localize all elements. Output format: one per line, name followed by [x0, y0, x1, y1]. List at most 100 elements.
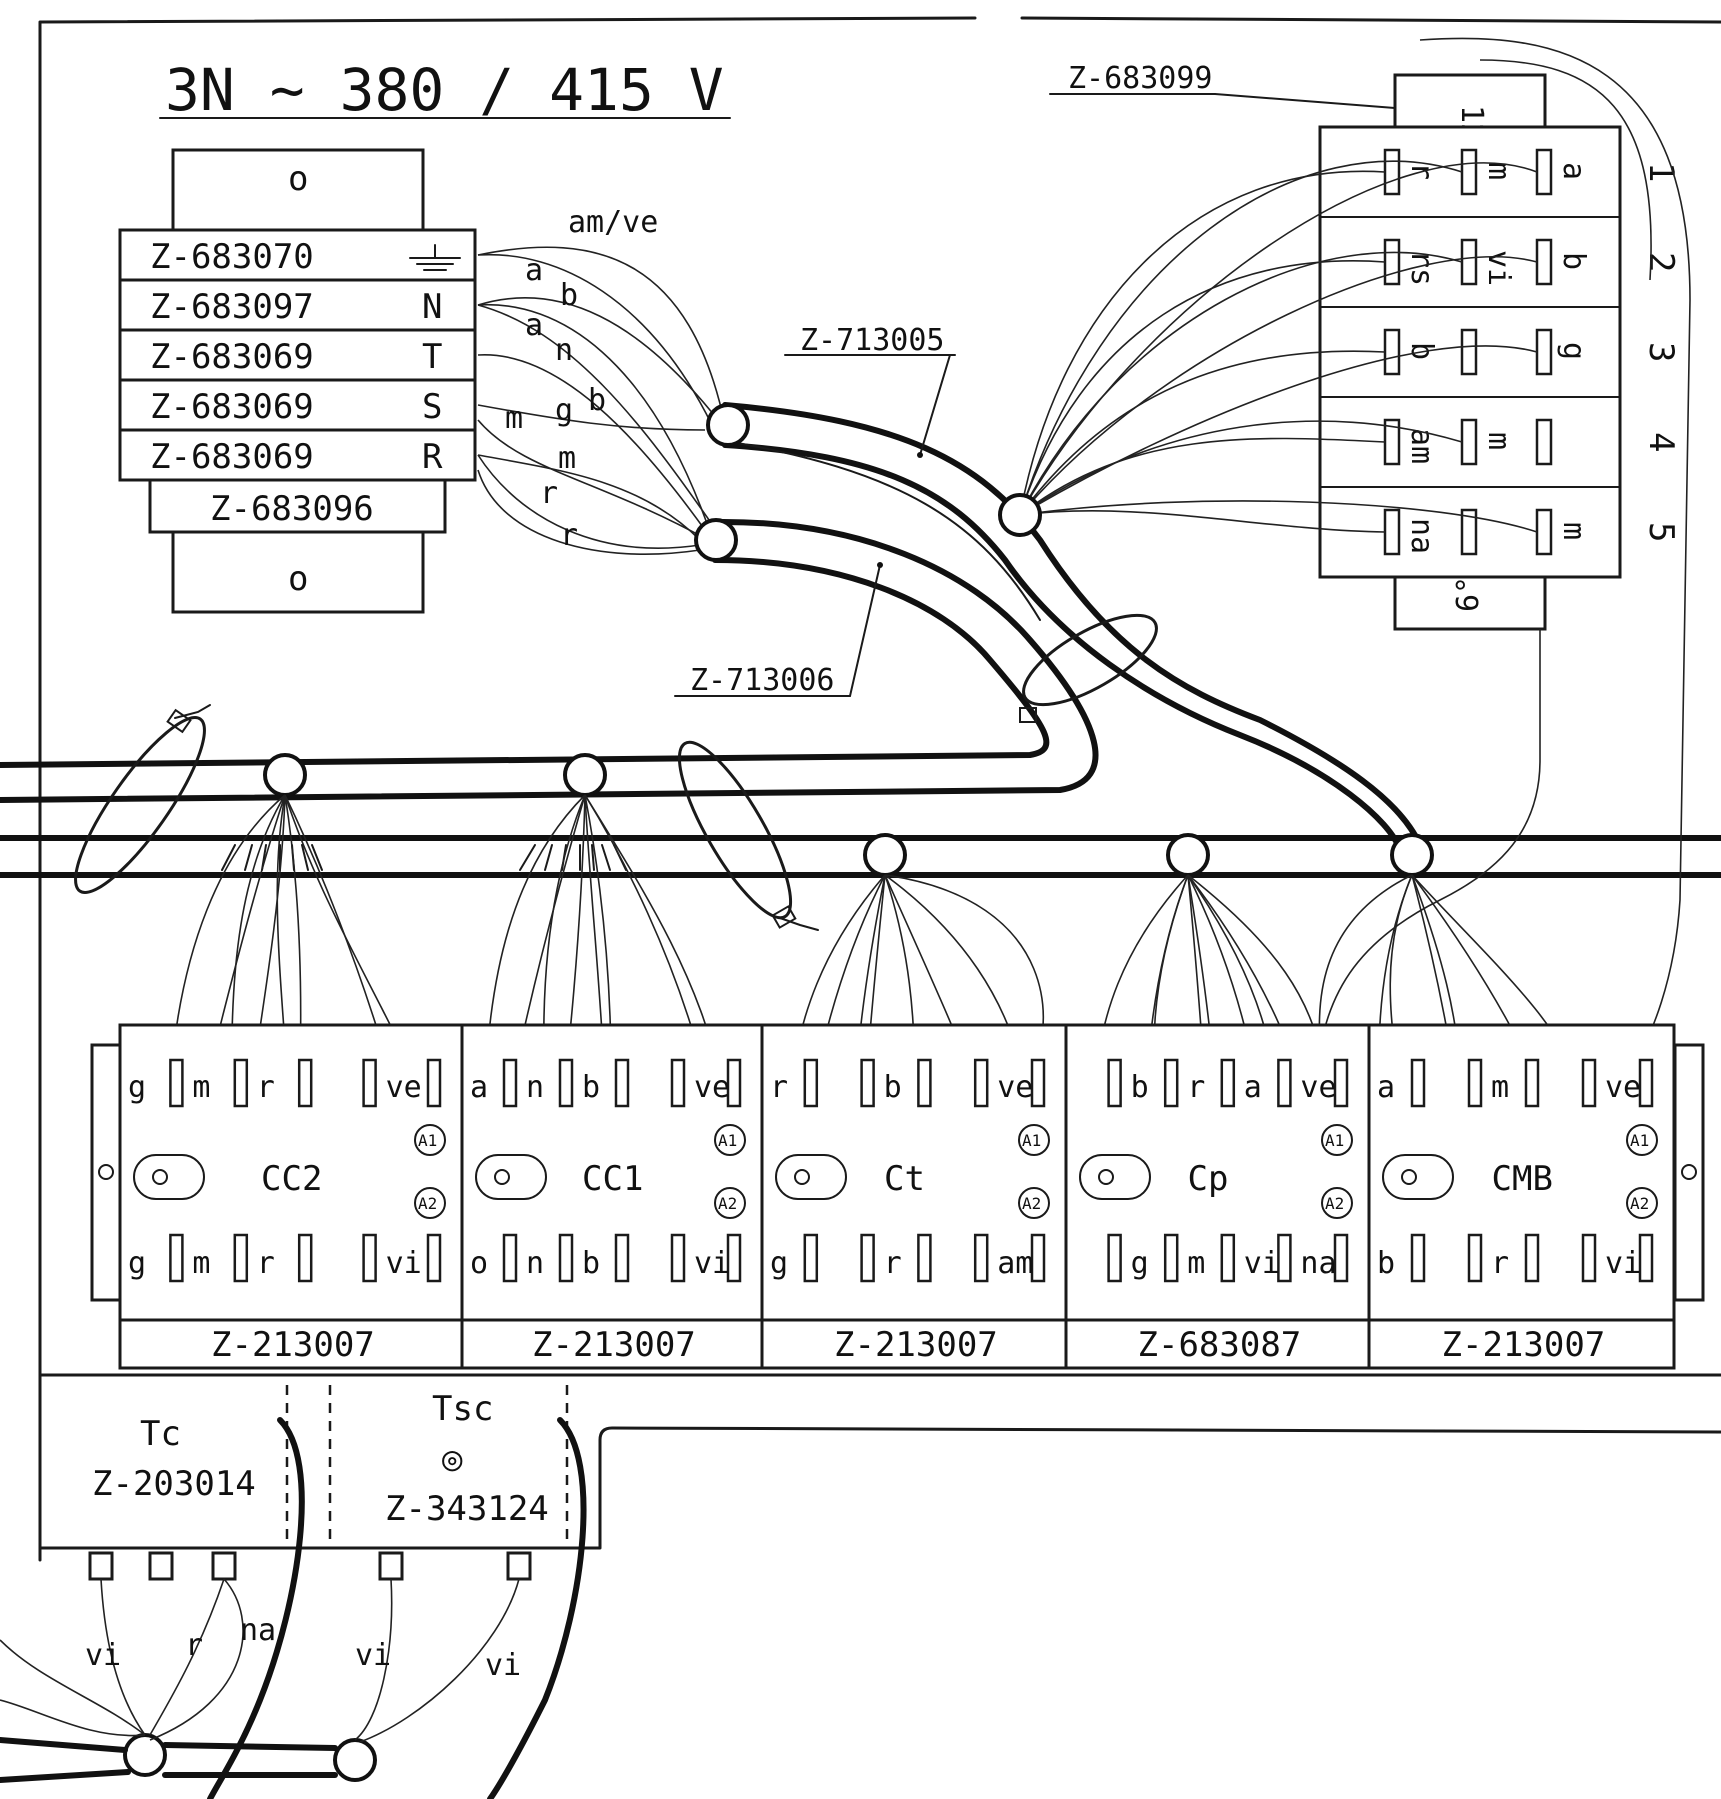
wire-code-am-ve: am/ve — [568, 205, 658, 240]
contactor-top-code: b — [1131, 1070, 1149, 1105]
coil-terminal-a2-label: A2 — [418, 1194, 437, 1213]
contactor-bottom-code: m — [1187, 1246, 1205, 1281]
wire-code-r1: r — [540, 476, 558, 511]
timer-wire-r: r — [185, 1628, 203, 1663]
contactor-top-slot — [614, 1058, 630, 1108]
terminal-bottom-hole: o — [288, 559, 308, 599]
rb-r1-c3: a — [1556, 162, 1591, 180]
mount-hole-icon — [152, 1169, 168, 1185]
cable-lower-dot — [877, 562, 883, 568]
mount-slot-icon — [133, 1154, 205, 1200]
contactor-top-code: a — [470, 1070, 488, 1105]
contactor-bottom-slot — [1030, 1233, 1046, 1283]
timer-tsc-part: Z-343124 — [385, 1489, 549, 1529]
cable-upper-dot — [917, 452, 923, 458]
coil-terminal-a2 — [414, 1187, 446, 1219]
coil-terminal-a2-label: A2 — [718, 1194, 737, 1213]
contactor-bottom-slot — [558, 1233, 574, 1283]
mount-slot-icon — [775, 1154, 847, 1200]
contactor-part-plate — [1367, 1318, 1676, 1370]
contactor-top-slot — [1163, 1058, 1179, 1108]
contactor-bottom-slot — [233, 1233, 249, 1283]
coil-terminal-a2-label: A2 — [1630, 1194, 1649, 1213]
contactor-top-code: g — [128, 1070, 146, 1105]
timer-tc-part: Z-203014 — [92, 1464, 256, 1504]
rb-r1-c2: m — [1481, 162, 1516, 180]
contactor-bottom-slot — [1277, 1233, 1292, 1283]
coil-terminal-a2-label: A2 — [1022, 1194, 1041, 1213]
contactor-bottom-code: vi — [1244, 1246, 1280, 1281]
contactor-top-code: ve — [997, 1070, 1033, 1105]
rb-r4-c2: m — [1481, 432, 1516, 450]
rb-num-3: 3 — [1641, 342, 1681, 362]
cable-ties — [74, 613, 1158, 931]
contactor-bottom-slot — [1581, 1233, 1597, 1283]
contactor-top-slot — [502, 1058, 518, 1108]
terminal-row-s-part: Z-683069 — [150, 387, 314, 427]
contactor-top-slot — [1333, 1058, 1349, 1108]
contactor-part-plate — [1064, 1318, 1371, 1370]
contactor-bottom-code: am — [997, 1246, 1033, 1281]
contactor-top-slot — [297, 1058, 313, 1108]
mount-slot-icon — [475, 1154, 547, 1200]
contactor-top-code: r — [257, 1070, 275, 1105]
contactor-bottom-code: vi — [1605, 1246, 1641, 1281]
contactor-top-slot — [558, 1058, 574, 1108]
contactor-bottom-slot — [1107, 1233, 1122, 1283]
rb-r4-c1: am — [1404, 428, 1439, 464]
block-ref-leader — [1214, 93, 1421, 111]
timer-wire-vi-3: vi — [485, 1648, 521, 1683]
timer-tsc-name: Tsc — [432, 1389, 493, 1429]
mount-hole-icon — [494, 1169, 510, 1185]
wire-code-r2: r — [560, 518, 578, 553]
contactor-bottom-slot — [614, 1233, 630, 1283]
contactor-top-slot — [1220, 1058, 1236, 1108]
contactor-top-slot — [917, 1058, 932, 1108]
contactor-bottom-slot — [169, 1233, 184, 1283]
contactor-name: CMB — [1492, 1159, 1553, 1199]
cable-label-upper: Z-713005 — [800, 323, 945, 358]
contactor-name: CC1 — [582, 1159, 643, 1199]
cable-bundles — [0, 402, 1721, 878]
contactor-top-code: r — [1187, 1070, 1205, 1105]
contactor-top-slot — [860, 1058, 875, 1108]
contactor-bottom-slot — [670, 1233, 686, 1283]
wire-code-a2: a — [525, 308, 543, 343]
timer-wire-na: na — [240, 1613, 276, 1648]
mount-hole-icon — [1401, 1169, 1417, 1185]
power-wires — [477, 246, 726, 555]
terminal-row-r-part: Z-683069 — [150, 437, 314, 477]
contactor-top-code: b — [582, 1070, 600, 1105]
contactor-top-code: b — [884, 1070, 902, 1105]
contactor-bottom-slot — [297, 1233, 313, 1283]
contactor-top-slot — [670, 1058, 686, 1108]
right-block-bottom-tag: 6° — [1451, 576, 1486, 612]
contactor-part-plate — [460, 1318, 764, 1370]
rb-r2-c3: b — [1556, 252, 1591, 270]
contactor-bottom-code: r — [884, 1246, 902, 1281]
cable-highlight — [719, 439, 1041, 621]
contactor-bottom-slot — [803, 1233, 819, 1283]
contactor-top-slot — [1581, 1058, 1597, 1108]
contactor-top-slot — [1638, 1058, 1654, 1108]
rb-num-2: 2 — [1641, 252, 1681, 272]
contactor-top-code: ve — [1300, 1070, 1336, 1105]
contactor-bottom-code: b — [1377, 1246, 1395, 1281]
contactor-part-label: Z-213007 — [211, 1325, 375, 1365]
contactor-top-slot — [169, 1058, 184, 1108]
wire-code-m2: m — [558, 441, 576, 476]
contactor-top-code: ve — [386, 1070, 422, 1105]
coil-terminal-a2 — [1321, 1187, 1353, 1219]
coil-terminal-a2 — [714, 1187, 746, 1219]
timer-module: Tc Z-203014 Tsc ◎ Z-343124 — [88, 1385, 569, 1581]
coil-terminal-a1 — [1321, 1124, 1353, 1156]
contactor-bottom-slot — [426, 1233, 442, 1283]
terminal-row-n-phase: N — [422, 287, 442, 327]
cable-lower-leader — [849, 564, 881, 697]
contactor-top-code: n — [526, 1070, 544, 1105]
coil-terminal-a1-label: A1 — [1325, 1131, 1344, 1150]
terminal-row-ground-part: Z-683070 — [150, 237, 314, 277]
contactor-top-slot — [426, 1058, 442, 1108]
